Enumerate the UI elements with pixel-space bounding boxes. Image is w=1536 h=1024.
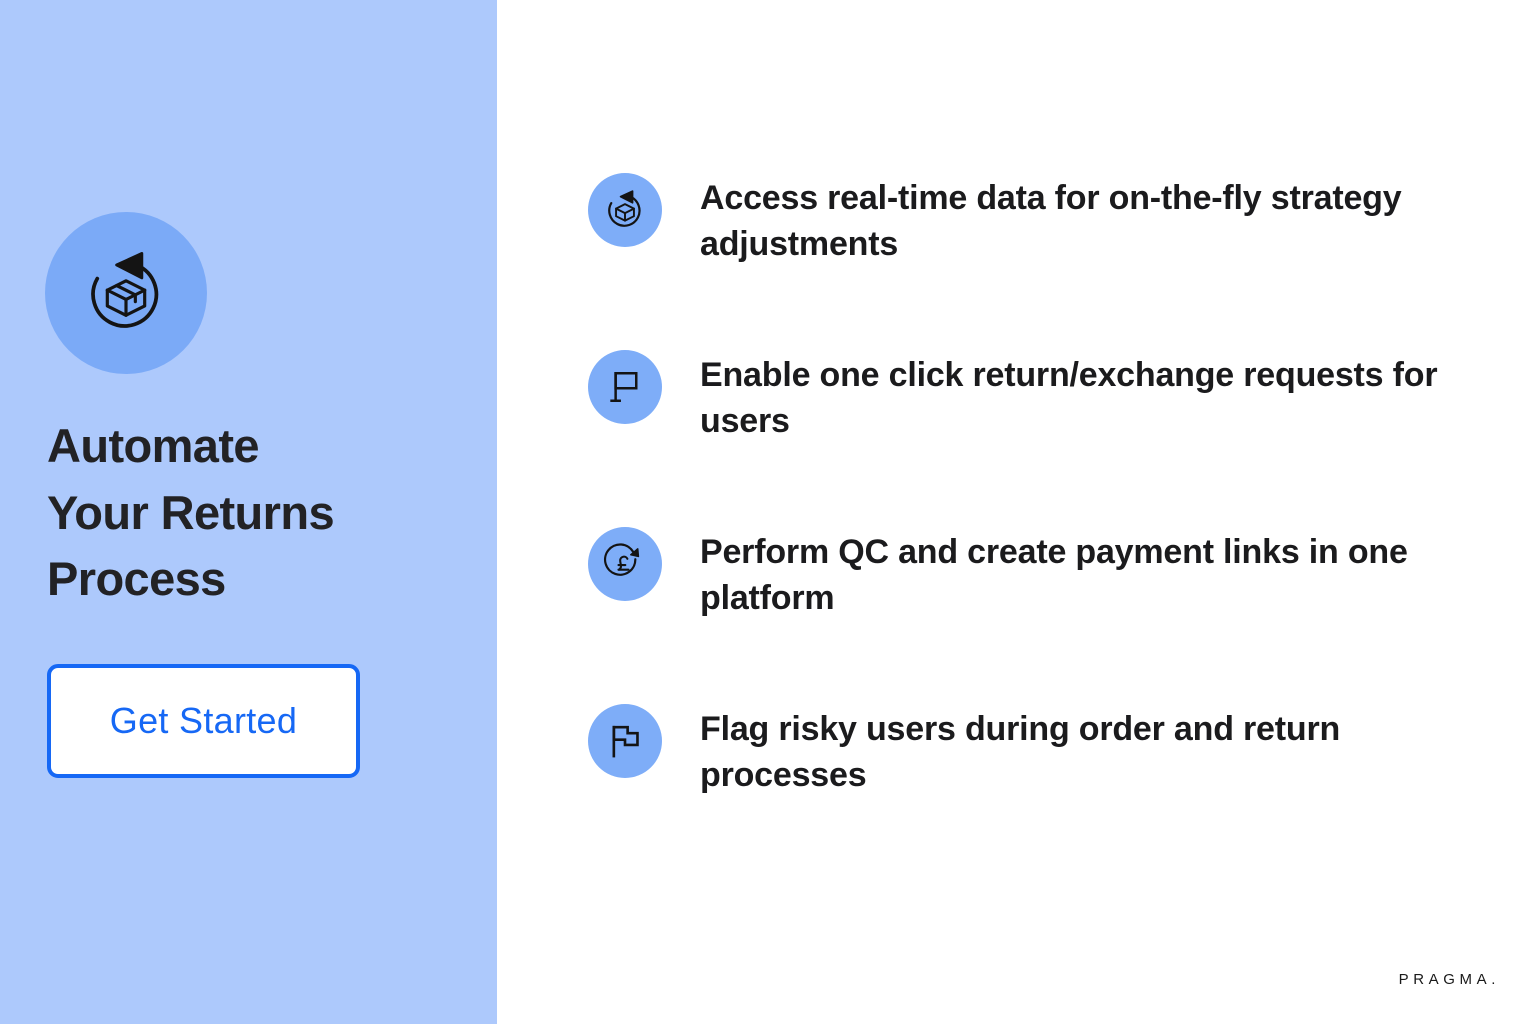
feature-text: Flag risky users during order and return… <box>700 710 1341 794</box>
feature-list: Access real-time data for on-the-fly str… <box>588 172 1508 880</box>
right-panel: Access real-time data for on-the-fly str… <box>497 0 1536 1024</box>
hero-icon-badge <box>45 212 207 374</box>
feature-text: Access real-time data for on-the-fly str… <box>700 179 1402 263</box>
get-started-button[interactable]: Get Started <box>47 664 360 778</box>
list-item: Enable one click return/exchange request… <box>588 349 1508 526</box>
return-package-icon <box>80 247 172 339</box>
feature-text: Enable one click return/exchange request… <box>700 356 1438 440</box>
flag-wavy-icon <box>604 720 646 762</box>
pound-refund-icon <box>603 542 647 586</box>
flag-rectangular-icon <box>605 367 645 407</box>
feature-icon-badge <box>588 350 662 424</box>
list-item: Access real-time data for on-the-fly str… <box>588 172 1508 349</box>
list-item: Flag risky users during order and return… <box>588 703 1508 880</box>
list-item: Perform QC and create payment links in o… <box>588 526 1508 703</box>
get-started-label: Get Started <box>109 700 298 741</box>
left-panel: Automate Your Returns Process Get Starte… <box>0 0 497 1024</box>
feature-icon-badge <box>588 704 662 778</box>
brand-logo: PRAGMA. <box>1398 971 1500 988</box>
page-title: Automate Your Returns Process <box>47 419 335 606</box>
feature-text: Perform QC and create payment links in o… <box>700 533 1408 617</box>
feature-icon-badge <box>588 173 662 247</box>
return-package-icon <box>603 188 647 232</box>
feature-icon-badge <box>588 527 662 601</box>
